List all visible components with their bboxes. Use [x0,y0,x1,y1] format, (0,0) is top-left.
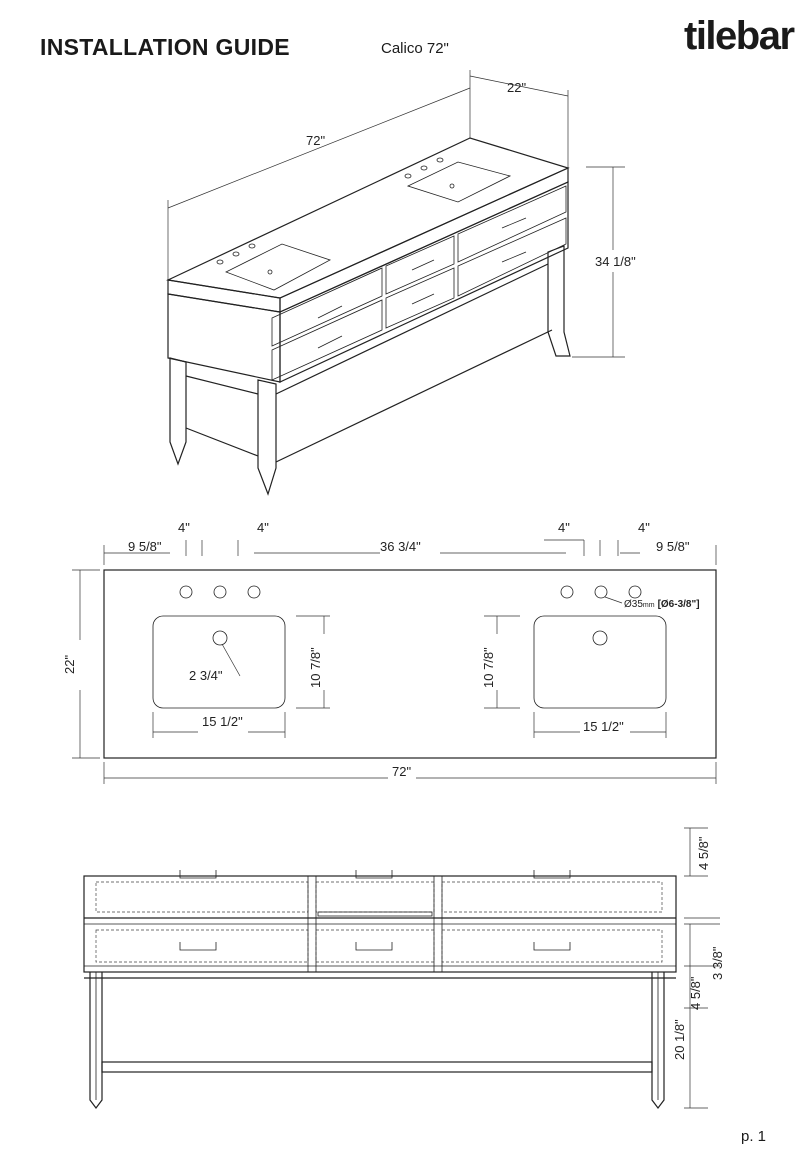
isometric-view: 72" 22" 34 1/8" [165,70,636,496]
hole-diameter-mm: Ø35mm[Ø6-3/8"] [624,599,700,610]
gap-height-label: 3 3/8" [710,946,725,980]
model-name: Calico 72" [381,40,449,57]
page-number: p. 1 [741,1128,767,1145]
countertop-outline [103,569,717,759]
basin-left [152,615,286,709]
drain-right [592,630,608,646]
depth-label: 22" [62,655,77,674]
iso-height-label: 34 1/8" [595,254,636,269]
drain-left [212,630,228,646]
top-drawer-height-label: 4 5/8" [696,836,711,870]
center-spacing-label: 36 3/4" [380,539,421,554]
iso-depth-dimension: 22" [469,75,569,168]
iso-height-dimension: 34 1/8" [572,166,636,358]
basin-depth-right-label: 10 7/8" [481,647,496,688]
bottom-drawer-height-label: 4 5/8" [688,976,703,1010]
drain-offset-label: 2 3/4" [189,668,223,683]
hole-spacing-right-2-label: 4" [638,520,650,535]
basin-width-left-label: 15 1/2" [202,714,243,729]
edge-right-label: 9 5/8" [656,539,690,554]
hole-spacing-left-1-label: 4" [178,520,190,535]
hole-spacing-right-1-label: 4" [558,520,570,535]
leg-clearance-label: 20 1/8" [672,1019,687,1060]
hole-diameter-unit: mm [643,602,655,609]
iso-depth-label: 22" [507,80,526,95]
basin-right [533,615,667,709]
brand-logo: tilebar [684,14,795,58]
hole-spacing-left-2-label: 4" [257,520,269,535]
overall-width-label: 72" [392,764,411,779]
iso-width-dimension: 72" [167,70,471,280]
hole-diameter-mm-value: Ø35 [624,599,643,610]
basin-depth-left-label: 10 7/8" [308,647,323,688]
iso-width-label: 72" [306,133,325,148]
hole-diameter-in: [Ø6-3/8"] [658,599,700,610]
basin-width-right-label: 15 1/2" [583,719,624,734]
page-title: INSTALLATION GUIDE [40,34,290,60]
top-view: 9 5/8" 4" 4" 36 3/4" 4" 4" 9 5/8" 22" Ø3… [62,520,717,784]
faucet-holes [179,585,642,599]
edge-left-label: 9 5/8" [128,539,162,554]
